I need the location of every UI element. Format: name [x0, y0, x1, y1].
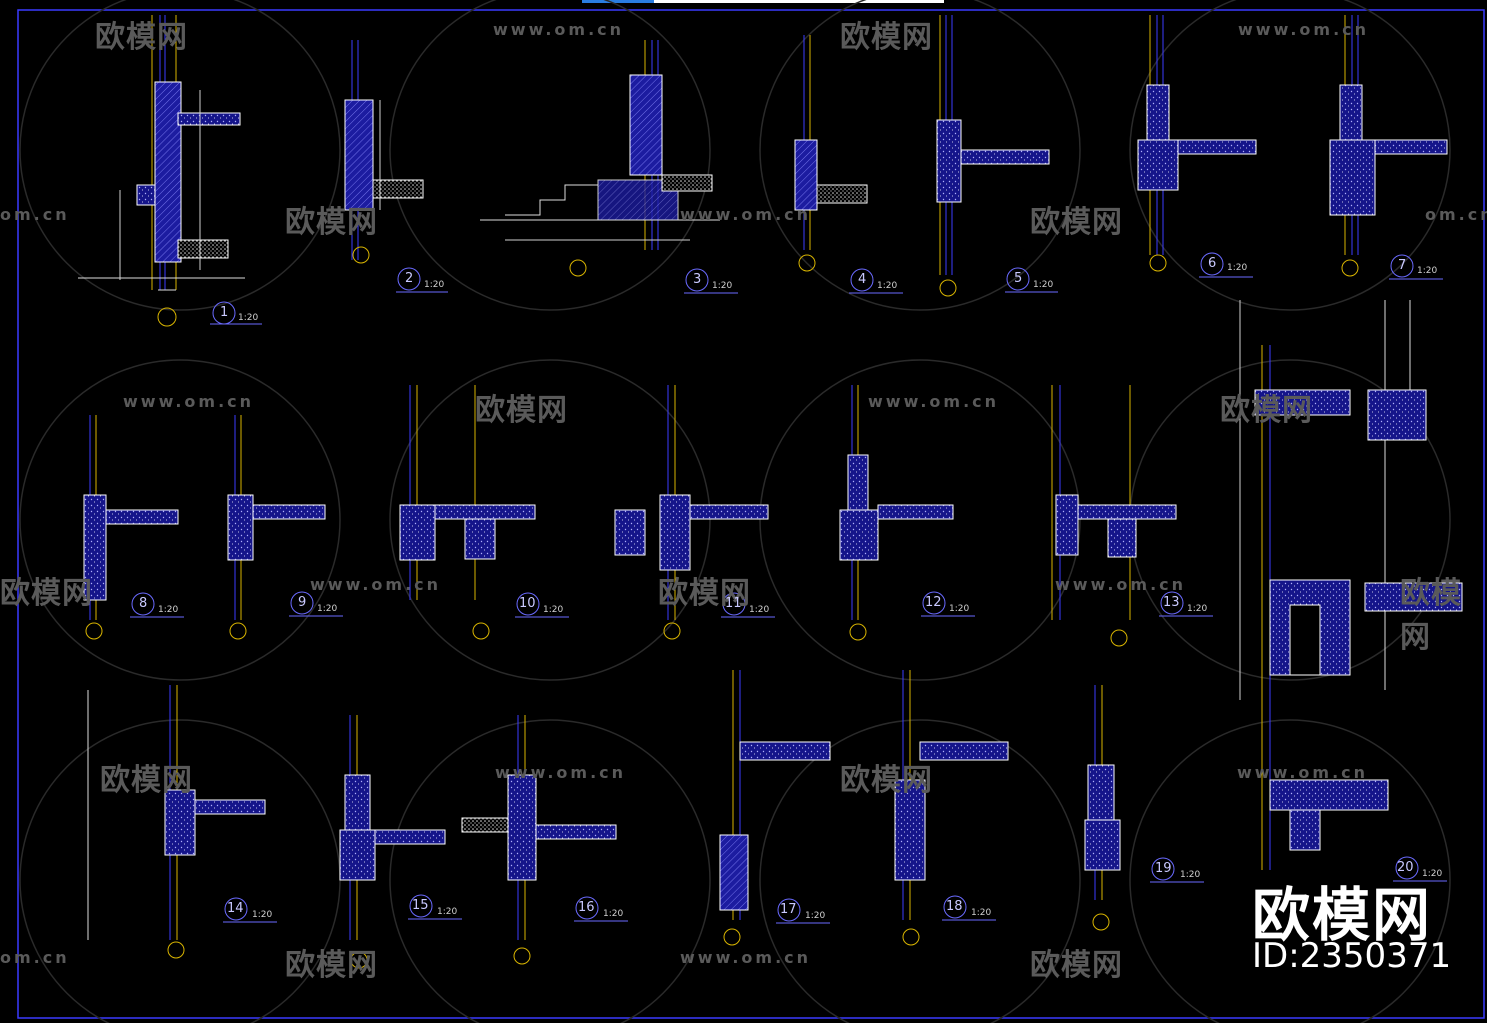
detail-14-section [87, 685, 277, 959]
watermark-brand: 欧模网 [1220, 393, 1313, 428]
detail-number: 14 [227, 901, 244, 916]
watermark-brand: 欧模网 [1400, 576, 1462, 655]
top-bar [582, 0, 944, 3]
detail-number: 6 [1208, 256, 1217, 271]
watermark-brand: 欧模网 [658, 576, 751, 611]
detail-10-section [399, 385, 569, 640]
top-bar-accent [582, 0, 654, 3]
detail-scale: 1:20 [805, 911, 826, 921]
detail-scale: 1:20 [971, 908, 992, 918]
watermark-brand: 欧模网 [285, 205, 378, 240]
detail-number: 16 [578, 900, 595, 915]
detail-15-section [339, 715, 462, 969]
detail-number: 18 [946, 899, 963, 914]
detail-number: 9 [298, 595, 307, 610]
detail-number: 13 [1163, 595, 1180, 610]
detail-scale: 1:20 [949, 604, 970, 614]
watermark-brand: 欧模网 [0, 576, 93, 611]
detail-scale: 1:20 [424, 280, 445, 290]
watermark-brand: 欧模网 [1030, 205, 1123, 240]
detail-13-section [1051, 385, 1213, 647]
detail-17-section [719, 670, 831, 946]
watermark-url: om.cn [1425, 205, 1487, 224]
detail-8-section [83, 415, 184, 640]
watermark-url: www.om.cn [680, 205, 812, 224]
detail-6-section [1137, 15, 1257, 278]
logo-brand-text: 欧模网 [1252, 881, 1433, 949]
watermark-url: www.om.cn [493, 20, 625, 39]
detail-11-section [614, 385, 775, 640]
detail-18-section [894, 670, 1009, 946]
detail-number: 2 [405, 271, 414, 286]
watermark-url: www.om.cn [680, 948, 812, 967]
watermark-brand: 欧模网 [100, 763, 193, 798]
detail-number: 7 [1398, 258, 1407, 273]
watermark-url: www.om.cn [123, 392, 255, 411]
detail-scale: 1:20 [1227, 263, 1248, 273]
detail-scale: 1:20 [437, 907, 458, 917]
detail-scale: 1:20 [1417, 266, 1438, 276]
watermark-url: www.om.cn [495, 763, 627, 782]
detail-number: 5 [1014, 271, 1023, 286]
detail-number: 20 [1397, 860, 1414, 875]
detail-scale: 1:20 [712, 281, 733, 291]
detail-scale: 1:20 [603, 909, 624, 919]
detail-scale: 1:20 [1180, 870, 1201, 880]
detail-scale: 1:20 [877, 281, 898, 291]
watermark-url: om.cn [0, 205, 70, 224]
detail-scale: 1:20 [1187, 604, 1208, 614]
detail-scale: 1:20 [252, 910, 273, 920]
detail-scale: 1:20 [543, 605, 564, 615]
detail-scale: 1:20 [238, 313, 259, 323]
detail-5-section [936, 15, 1058, 297]
logo-id-text: ID:2350371 [1252, 936, 1452, 976]
detail-9-section [227, 415, 343, 640]
detail-16-section [461, 715, 628, 965]
detail-number: 10 [519, 596, 536, 611]
detail-number: 3 [693, 272, 702, 287]
detail-scale: 1:20 [1422, 869, 1443, 879]
watermark-url: www.om.cn [868, 392, 1000, 411]
detail-4-section [794, 35, 903, 294]
detail-19-section [1084, 685, 1204, 931]
detail-scale: 1:20 [749, 605, 770, 615]
detail-scale: 1:20 [317, 604, 338, 614]
detail-2-section [344, 40, 448, 293]
detail-number: 12 [925, 595, 942, 610]
watermark-url: www.om.cn [1238, 20, 1370, 39]
watermark-brand: 欧模网 [285, 948, 378, 983]
detail-12-section [839, 385, 975, 641]
detail-20-section [1239, 300, 1463, 882]
watermark-brand: 欧模网 [1030, 948, 1123, 983]
detail-number: 19 [1155, 861, 1172, 876]
detail-7-section [1329, 15, 1448, 280]
detail-number: 8 [139, 596, 148, 611]
watermark-brand: 欧模网 [840, 763, 933, 798]
detail-scale: 1:20 [158, 605, 179, 615]
detail-scale: 1:20 [1033, 280, 1054, 290]
detail-1-section [78, 15, 262, 327]
watermark-brand: 欧模网 [95, 20, 188, 55]
detail-number: 17 [780, 902, 797, 917]
detail-number: 1 [220, 305, 229, 320]
watermark-brand: 欧模网 [475, 393, 568, 428]
watermark-url: www.om.cn [1237, 763, 1369, 782]
watermark-url: www.om.cn [310, 575, 442, 594]
watermark-url: om.cn [0, 948, 70, 967]
detail-number: 11 [725, 596, 742, 611]
watermark-url: www.om.cn [1055, 575, 1187, 594]
watermark-brand: 欧模网 [840, 20, 933, 55]
detail-number: 15 [412, 898, 429, 913]
detail-number: 4 [858, 272, 867, 287]
detail-3-section [480, 40, 738, 294]
sheet-border [17, 9, 1485, 1019]
